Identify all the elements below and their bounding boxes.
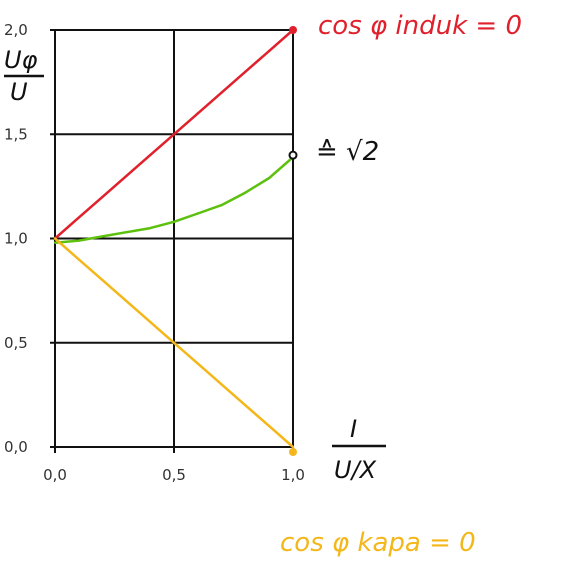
x-axis-label-numerator: I: [350, 415, 357, 443]
annotation-yellow: cos φ kapa = 0: [280, 528, 476, 558]
y-tick-label-4: 2,0: [4, 21, 28, 39]
series-0-point-6: [196, 112, 199, 115]
series-2-point-1: [77, 258, 81, 261]
series-0-point-2: [101, 195, 104, 198]
y-axis-label-numerator: Uφ: [4, 46, 38, 74]
series-1-point-6: [196, 212, 199, 215]
y-tick-label-3: 1,5: [4, 125, 28, 143]
annotation-red: cos φ induk = 0: [318, 11, 522, 41]
axes: [50, 29, 294, 453]
series-2-point-9: [268, 424, 271, 428]
series-2-point-8: [244, 404, 247, 407]
series-2-point-6: [196, 362, 199, 365]
series-2-point-5: [172, 341, 176, 344]
tick-labels: 0,0 0,5 1,0 1,5 2,0 0,0 0,5 1,0: [4, 21, 305, 484]
series-1-point-3: [125, 231, 128, 234]
series-2-point-2: [101, 279, 104, 282]
y-tick-label-1: 0,5: [4, 334, 28, 352]
yellow-end-marker: [289, 448, 297, 456]
series-2-point-10: [291, 445, 295, 449]
red-end-marker: [289, 26, 297, 34]
series-2-point-7: [220, 383, 223, 386]
y-tick-label-2: 1,0: [4, 230, 28, 248]
x-axis-label-denominator: U/X: [334, 456, 377, 484]
series-0-point-5: [172, 133, 176, 136]
series-2-point-0: [53, 237, 57, 240]
series-1-point-8: [244, 191, 247, 194]
y-tick-label-0: 0,0: [4, 438, 28, 456]
series-0-point-9: [268, 49, 271, 53]
series-1-point-1: [77, 239, 81, 242]
annotation-green: ≙ √2: [316, 137, 379, 167]
green-end-marker: [288, 150, 298, 160]
series-1-point-4: [149, 226, 152, 230]
series-1-point-9: [268, 176, 271, 180]
series-1-point-7: [220, 203, 223, 207]
x-tick-label-2: 1,0: [281, 466, 305, 484]
series-0-point-7: [220, 91, 223, 94]
y-axis-label-denominator: U: [10, 78, 28, 106]
series-layer: [53, 26, 298, 456]
series-0-point-1: [77, 216, 81, 219]
series-0-point-3: [125, 174, 128, 178]
x-tick-label-1: 0,5: [162, 466, 186, 484]
series-1-point-0: [53, 241, 57, 244]
series-1-point-5: [172, 220, 176, 224]
series-2-point-3: [125, 299, 128, 303]
series-2-point-4: [149, 320, 152, 324]
series-0-point-4: [149, 153, 152, 157]
series-0-point-8: [244, 70, 247, 73]
x-tick-label-0: 0,0: [43, 466, 67, 484]
series-1-point-2: [101, 235, 104, 238]
